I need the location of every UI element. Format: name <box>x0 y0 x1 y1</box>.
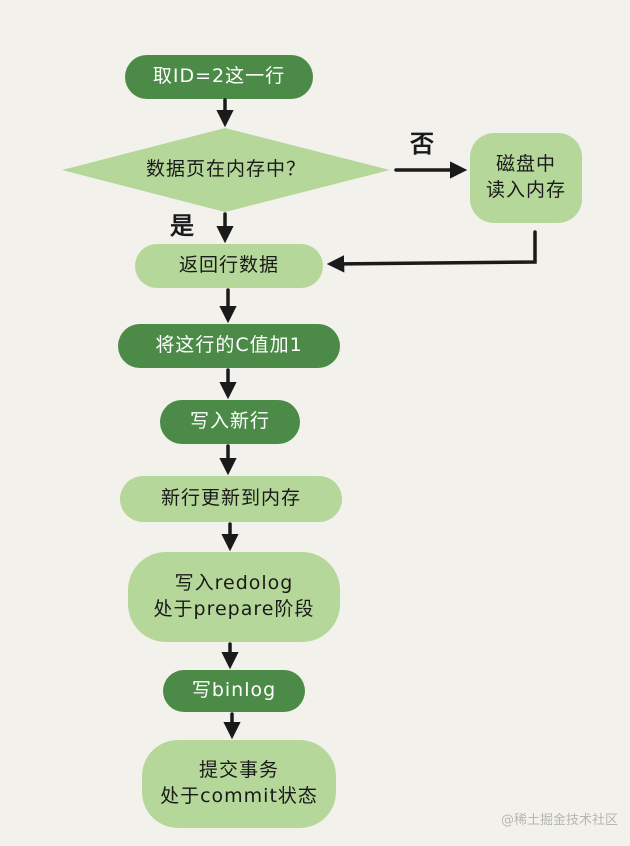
disk-read-text-1: 磁盘中 <box>495 153 556 176</box>
update-mem-text: 新行更新到内存 <box>160 487 301 510</box>
redolog-node: 写入redolog 处于prepare阶段 <box>128 552 340 642</box>
yes-label: 是 <box>170 211 194 240</box>
fetch-row-text: 取ID=2这一行 <box>152 65 286 88</box>
fetch-row-node: 取ID=2这一行 <box>125 55 313 99</box>
in-memory-text: 数据页在内存中？ <box>145 158 306 181</box>
commit-text-1: 提交事务 <box>198 759 279 782</box>
fetch-row-shape <box>125 55 313 99</box>
commit-text-2: 处于commit状态 <box>160 785 318 807</box>
arrow-disk-to-return <box>326 230 537 273</box>
incr-c-node: 将这行的C值加1 <box>118 324 340 368</box>
write-row-node: 写入新行 <box>160 400 300 444</box>
binlog-text: 写binlog <box>191 679 277 702</box>
commit-shape <box>142 740 336 828</box>
write-row-shape <box>160 400 300 444</box>
return-row-shape <box>135 244 323 288</box>
incr-c-shape <box>118 324 340 368</box>
return-row-node: 返回行数据 <box>135 244 323 288</box>
binlog-node: 写binlog <box>163 670 305 712</box>
disk-read-node: 磁盘中 读入内存 <box>470 133 582 223</box>
commit-node: 提交事务 处于commit状态 <box>142 740 336 828</box>
return-row-text: 返回行数据 <box>178 254 279 277</box>
disk-read-shape <box>470 133 582 223</box>
decision-diamond-shape <box>62 128 390 212</box>
disk-read-text-2: 读入内存 <box>485 179 566 201</box>
redolog-shape <box>128 552 340 642</box>
watermark: @稀土掘金技术社区 <box>500 813 618 828</box>
incr-c-text: 将这行的C值加1 <box>155 334 303 357</box>
no-label: 否 <box>410 129 434 158</box>
redolog-text-2: 处于prepare阶段 <box>153 598 315 620</box>
update-mem-node: 新行更新到内存 <box>120 476 342 522</box>
redolog-text-1: 写入redolog <box>174 572 294 595</box>
in-memory-decision: 数据页在内存中？ <box>62 128 390 212</box>
update-mem-shape <box>120 476 342 522</box>
write-row-text: 写入新行 <box>189 410 270 433</box>
binlog-shape <box>163 670 305 712</box>
